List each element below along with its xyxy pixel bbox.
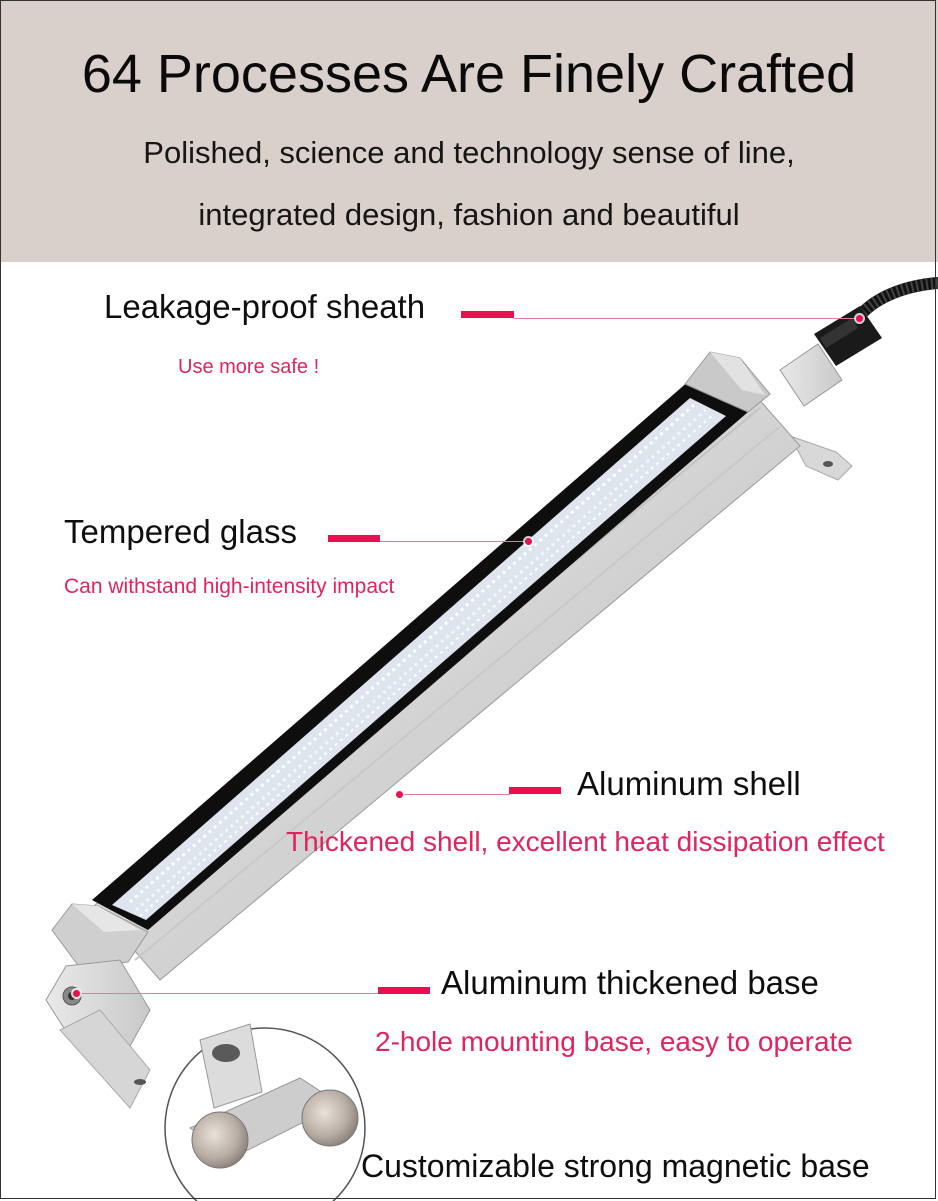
shell-leader-line — [402, 794, 510, 795]
glass-marker — [328, 535, 380, 542]
glass-label: Tempered glass — [64, 513, 297, 550]
sheath-note: Use more safe ! — [178, 356, 320, 378]
magnet-label: Customizable strong magnetic base — [361, 1148, 870, 1184]
cable — [779, 277, 938, 407]
subtitle-line-2: integrated design, fashion and beautiful — [198, 197, 740, 232]
glass-note: Can withstand high-intensity impact — [64, 575, 395, 598]
shell-callout-dot — [396, 791, 403, 798]
base-note: 2-hole mounting base, easy to operate — [375, 1026, 853, 1057]
page-title: 64 Processes Are Finely Crafted — [81, 44, 857, 104]
glass-callout-dot — [525, 538, 532, 545]
shell-note: Thickened shell, excellent heat dissipat… — [286, 826, 885, 857]
base-label: Aluminum thickened base — [441, 964, 819, 1001]
sheath-callout-dot — [856, 315, 863, 322]
lamp-body — [51, 351, 801, 981]
sheath-marker — [461, 311, 514, 318]
sheath-label: Leakage-proof sheath — [104, 288, 426, 325]
base-callout-dot — [73, 990, 80, 997]
sheath-leader-line — [514, 318, 860, 319]
glass-leader-line — [380, 541, 528, 542]
magnetic-base-inset — [164, 1023, 366, 1201]
end-cap-top — [684, 351, 771, 413]
base-marker — [378, 987, 430, 994]
led-lamp-illustration — [45, 277, 938, 1201]
led-strip — [112, 398, 726, 920]
subtitle-line-1: Polished, science and technology sense o… — [143, 135, 795, 170]
shell-marker — [509, 787, 561, 794]
mounting-bracket-top — [788, 435, 853, 481]
aluminum-base — [45, 959, 151, 1109]
base-leader-line — [78, 993, 378, 994]
shell-label: Aluminum shell — [577, 765, 801, 802]
header-banner: 64 Processes Are Finely Crafted Polished… — [0, 0, 938, 262]
